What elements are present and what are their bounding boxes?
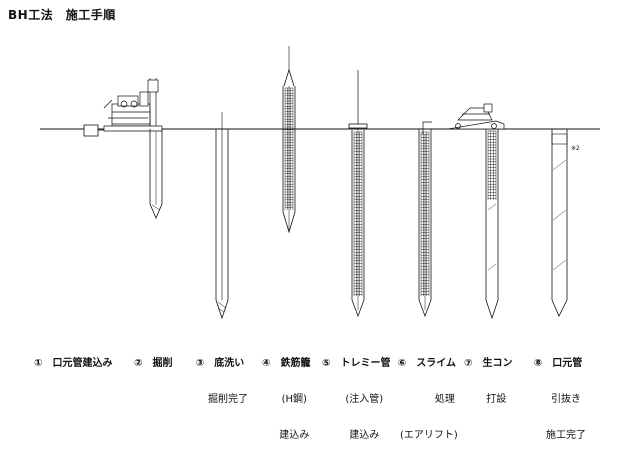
step-5-text-2: (注入管) (345, 394, 384, 405)
step-7-text: ⑦ 生コン (464, 358, 513, 369)
step-5-text: ⑤ トレミー管 (322, 358, 391, 369)
step-label-2: ② 掘削 (134, 334, 172, 394)
step-label-5: ⑤ トレミー管 (注入管) 建込み (322, 334, 390, 466)
footnote-mark: ※2 (571, 145, 580, 152)
diagram-stage: BH工法 施工手順 (8, 8, 600, 441)
step-5-tremie-pipe (348, 70, 368, 318)
step-8-text: ⑧ 口元管 (533, 358, 583, 369)
step-label-8: ⑧ 口元管 引抜き 施工完了 (530, 334, 586, 466)
step-2-bore (149, 129, 163, 220)
step-6-cage-hatching (420, 131, 430, 296)
step-5-text-3: 建込み (349, 430, 380, 441)
step-4-cage-hatching (284, 87, 294, 210)
step-label-1: ① 口元管建込み (34, 334, 112, 394)
step-4-text: ④ 鉄筋籠 (262, 358, 311, 369)
step-3-text-2: 掘削完了 (208, 394, 248, 405)
step-6-text: ⑥ スライム (397, 358, 457, 369)
construction-diagram: ※2 (40, 46, 600, 320)
step-2-drilling-rig (103, 78, 163, 132)
step-8-text-3: 施工完了 (546, 430, 586, 441)
step-6-air-lift (418, 121, 432, 318)
step-7-mixer-truck (447, 103, 505, 130)
step-3-text: ③ 底洗い (195, 358, 245, 369)
step-4-text-2: (H鋼) (281, 394, 307, 405)
step-6-text-3: (エアリフト) (400, 430, 458, 441)
step-6-text-2: 処理 (434, 394, 455, 405)
page-title: BH工法 施工手順 (8, 8, 116, 22)
step-1-text: ① 口元管建込み (34, 358, 113, 369)
step-label-6: ⑥ スライム 処理 (エアリフト) (396, 334, 458, 466)
step-4-text-3: 建込み (279, 430, 310, 441)
step-5-cage-hatching (353, 131, 363, 296)
step-label-3: ③ 底洗い 掘削完了 (192, 334, 248, 430)
step-7-text-2: 打設 (486, 394, 507, 405)
step-7-cage-hatching (487, 130, 497, 200)
step-1-guide-pipe (83, 124, 106, 137)
step-4-rebar-cage (282, 46, 296, 234)
step-7-concrete-pile (485, 129, 499, 320)
step-8-complete-pile (551, 129, 568, 317)
step-8-text-2: 引抜き (551, 394, 581, 405)
step-3-bore-complete (215, 112, 229, 320)
step-label-7: ⑦ 生コン 打設 (464, 334, 512, 430)
step-2-text: ② 掘削 (134, 358, 173, 369)
step-label-4: ④ 鉄筋籠 (H鋼) 建込み (262, 334, 310, 466)
